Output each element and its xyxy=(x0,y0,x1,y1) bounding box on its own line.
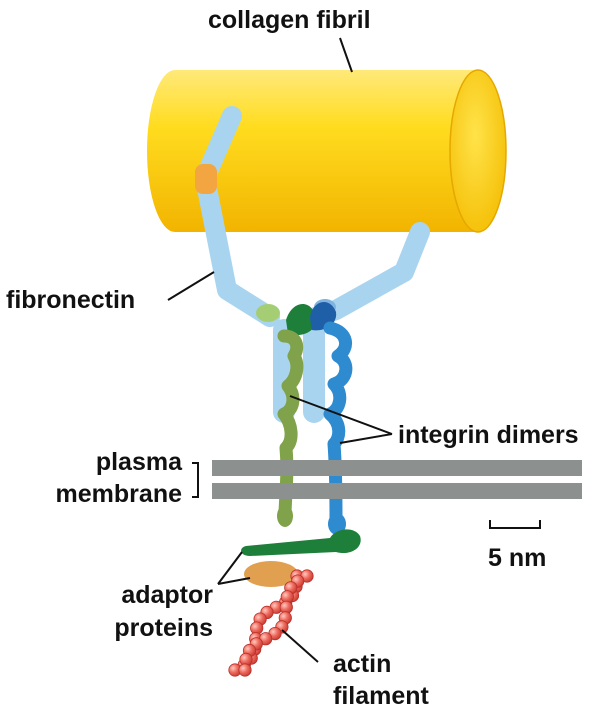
collagen-leader xyxy=(339,37,353,73)
label-fibronectin: fibronectin xyxy=(6,286,135,314)
integrin-blue-subunit xyxy=(310,301,353,535)
scale-bar xyxy=(489,520,541,529)
integrin-leader-blue xyxy=(339,433,393,444)
fibronectin-binding-site xyxy=(195,164,217,194)
collagen-fibril xyxy=(147,69,507,233)
label-proteins: proteins xyxy=(114,614,213,642)
integrin-leader-green xyxy=(289,395,393,435)
label-collagen-fibril: collagen fibril xyxy=(208,6,371,34)
adaptor-leader-orange xyxy=(217,577,251,585)
plasma-membrane xyxy=(212,460,582,499)
label-filament: filament xyxy=(333,682,430,710)
label-scale-bar: 5 nm xyxy=(488,544,546,572)
fibronectin-leader xyxy=(167,271,215,301)
actin-bead xyxy=(238,663,252,677)
adaptor-proteins xyxy=(241,529,361,587)
integrin-green-subunit xyxy=(277,303,317,527)
actin-leader xyxy=(281,629,319,663)
adaptor-leader-green xyxy=(217,551,243,585)
actin-filament xyxy=(228,569,314,677)
label-plasma: plasma xyxy=(96,448,183,476)
label-adaptor: adaptor xyxy=(121,581,213,609)
label-integrin-dimers: integrin dimers xyxy=(398,421,579,449)
fibronectin xyxy=(195,106,430,423)
label-membrane: membrane xyxy=(56,480,183,508)
membrane-bracket xyxy=(192,462,199,498)
label-actin: actin xyxy=(333,650,391,678)
leader-lines xyxy=(167,37,541,663)
